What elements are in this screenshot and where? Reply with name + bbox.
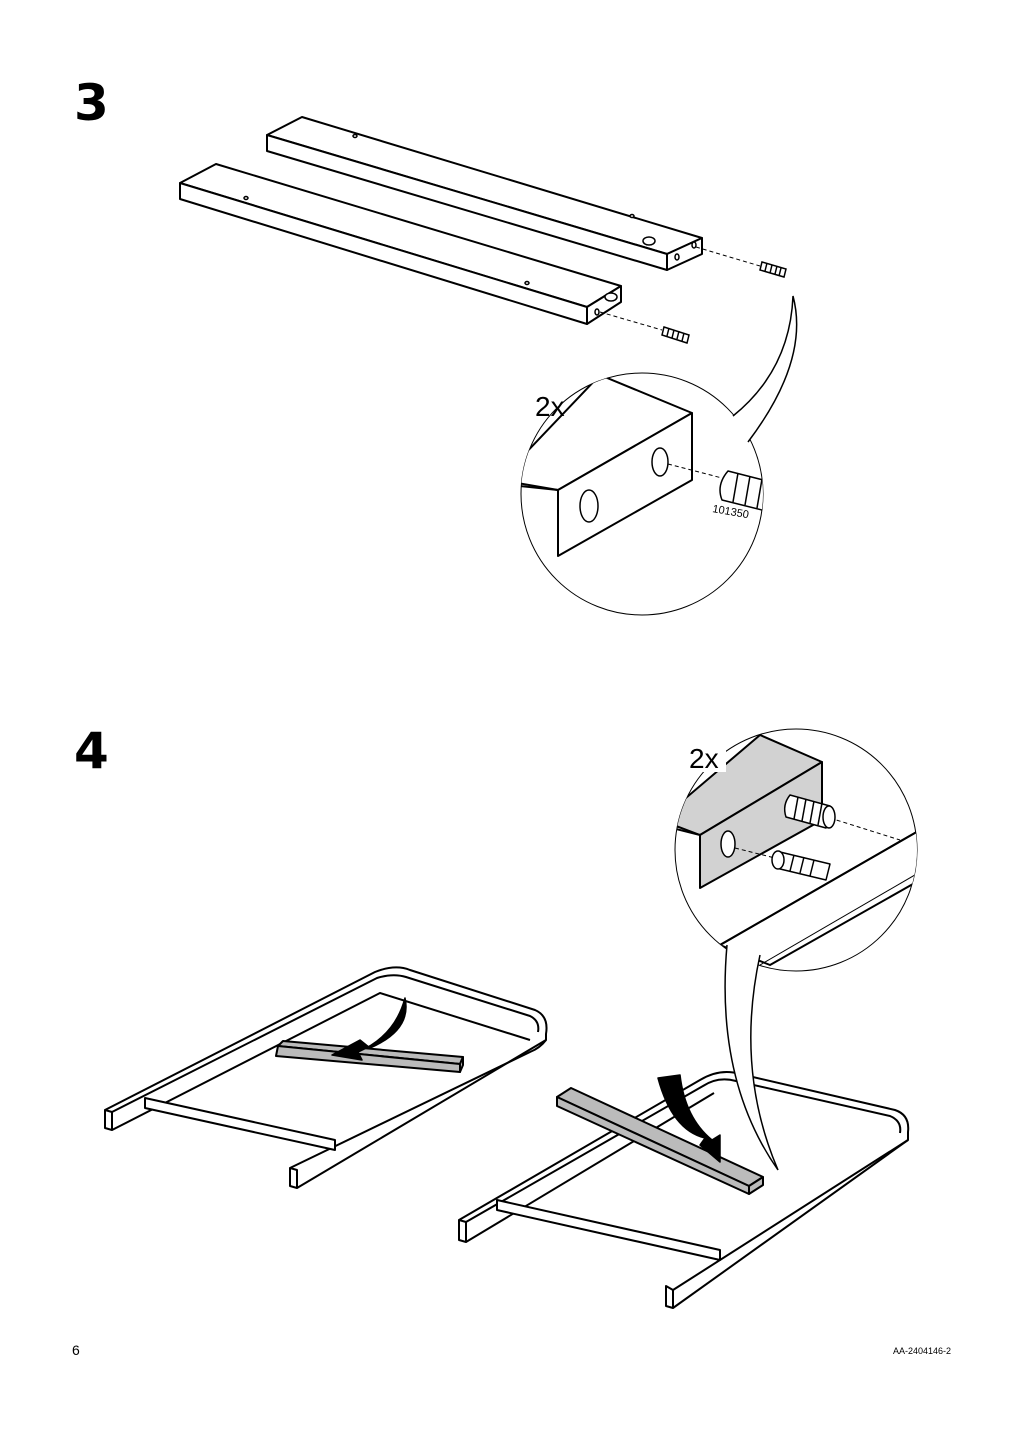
step-3-number: 3: [74, 74, 109, 132]
step-3-rails: [179, 116, 703, 325]
dowel-icon: [661, 326, 690, 344]
step-4-detail-callout: 2x: [674, 728, 918, 1171]
quantity-label: 2x: [689, 743, 719, 774]
dowel-detail-icon: [771, 850, 831, 881]
step-3-detail-callout: 2x 101350: [520, 295, 798, 616]
step-4-number: 4: [74, 722, 109, 780]
rail-front: [179, 163, 622, 325]
document-id: AA-2404146-2: [893, 1346, 952, 1356]
rail-back: [266, 116, 703, 271]
dowel-detail-icon: [719, 470, 763, 525]
rail-placed: [556, 1087, 764, 1195]
step-4-frame-right: [458, 1071, 910, 1309]
dowel-icon: [759, 261, 787, 278]
step-3-dowels: [599, 246, 787, 344]
step-4-frame-left: [104, 966, 548, 1189]
dowel-detail-icon: [783, 794, 836, 829]
rail-placed: [275, 1040, 464, 1073]
quantity-label: 2x: [535, 391, 565, 422]
page-number: 6: [72, 1342, 80, 1358]
